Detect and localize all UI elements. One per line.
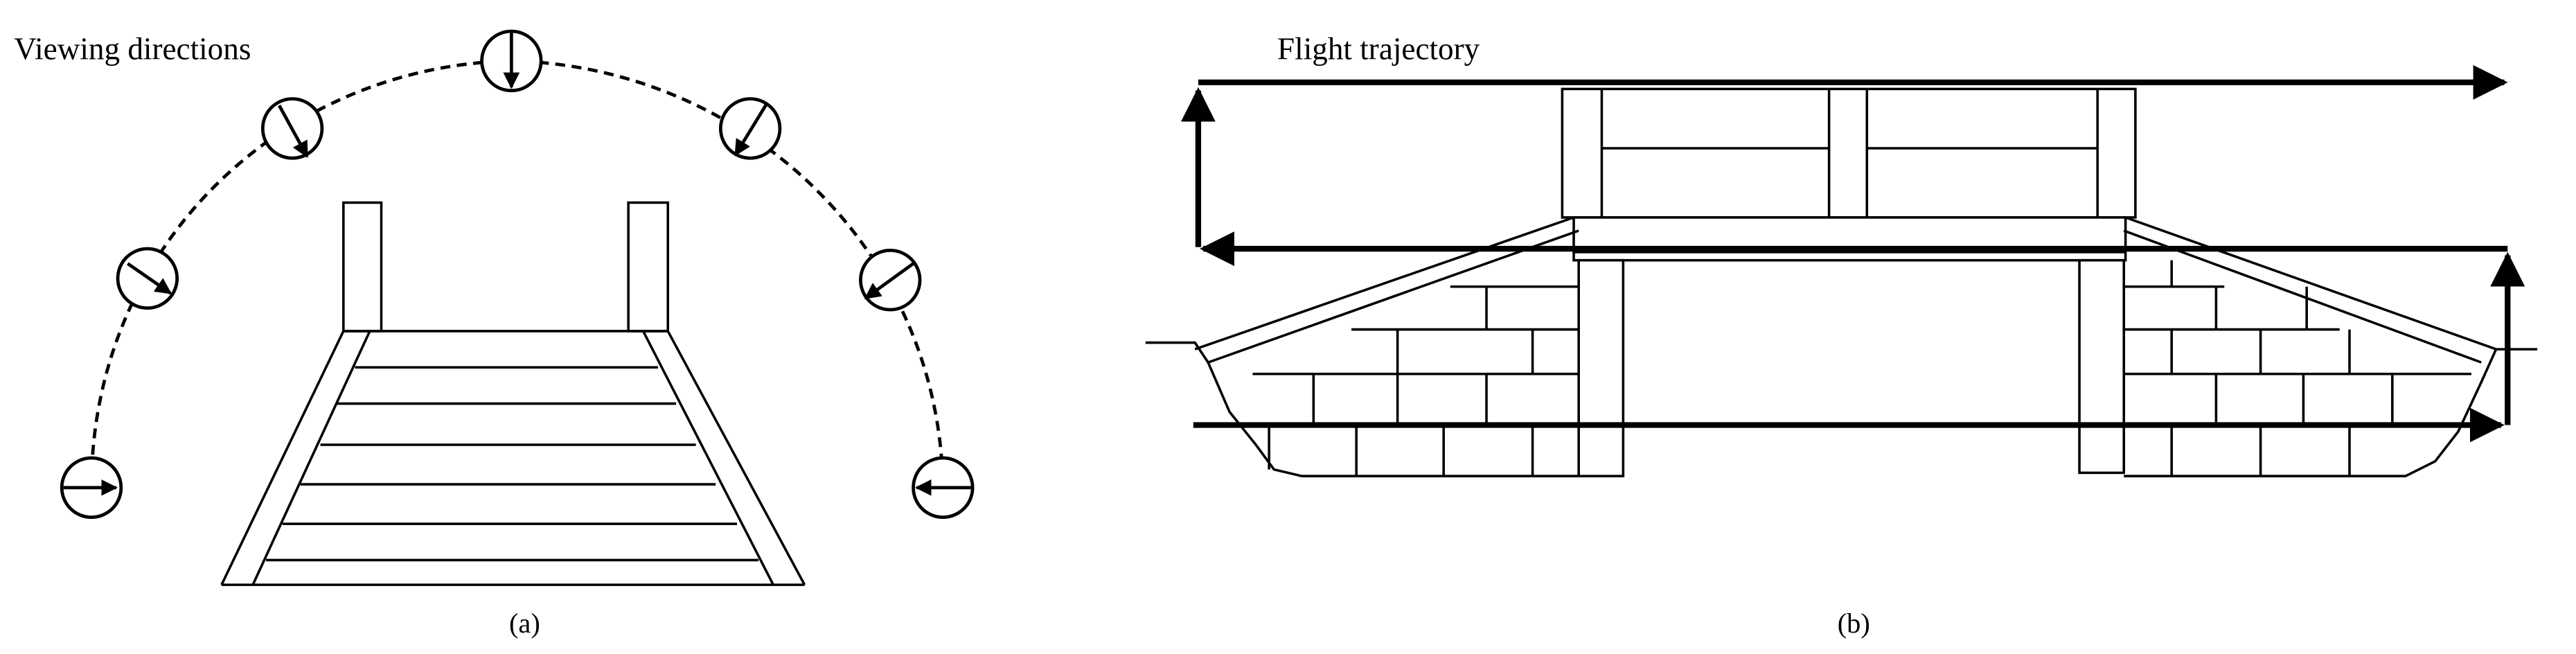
railing [1561, 87, 2137, 219]
panel-b-title: Flight trajectory [1277, 32, 1480, 67]
panel-a-caption: (a) [509, 608, 540, 639]
camera-circle-left-bottom [60, 456, 123, 520]
panel-a-title: Viewing directions [14, 32, 251, 67]
camera-circle-right-mid [859, 249, 922, 312]
panel-b-caption: (b) [1838, 608, 1870, 639]
bridge-side-view [1145, 87, 2538, 477]
panel-b: Flight trajectory [1145, 32, 2538, 639]
camera-circle-right-bottom [912, 456, 975, 520]
viewing-arc [89, 59, 945, 488]
right-pier [2078, 258, 2126, 475]
camera-circle-top [480, 29, 543, 93]
camera-circle-left-top [260, 97, 324, 160]
right-pillar [627, 201, 670, 333]
bridge-front-view [220, 201, 806, 586]
flight-path [1180, 64, 2525, 443]
left-pier [1577, 258, 1625, 477]
left-pillar [342, 201, 383, 333]
panel-a: Viewing directions [14, 29, 975, 639]
camera-circle-right-top [718, 97, 782, 160]
deck [1572, 216, 2127, 262]
camera-markers [60, 29, 975, 520]
camera-circle-left-mid [116, 247, 179, 310]
